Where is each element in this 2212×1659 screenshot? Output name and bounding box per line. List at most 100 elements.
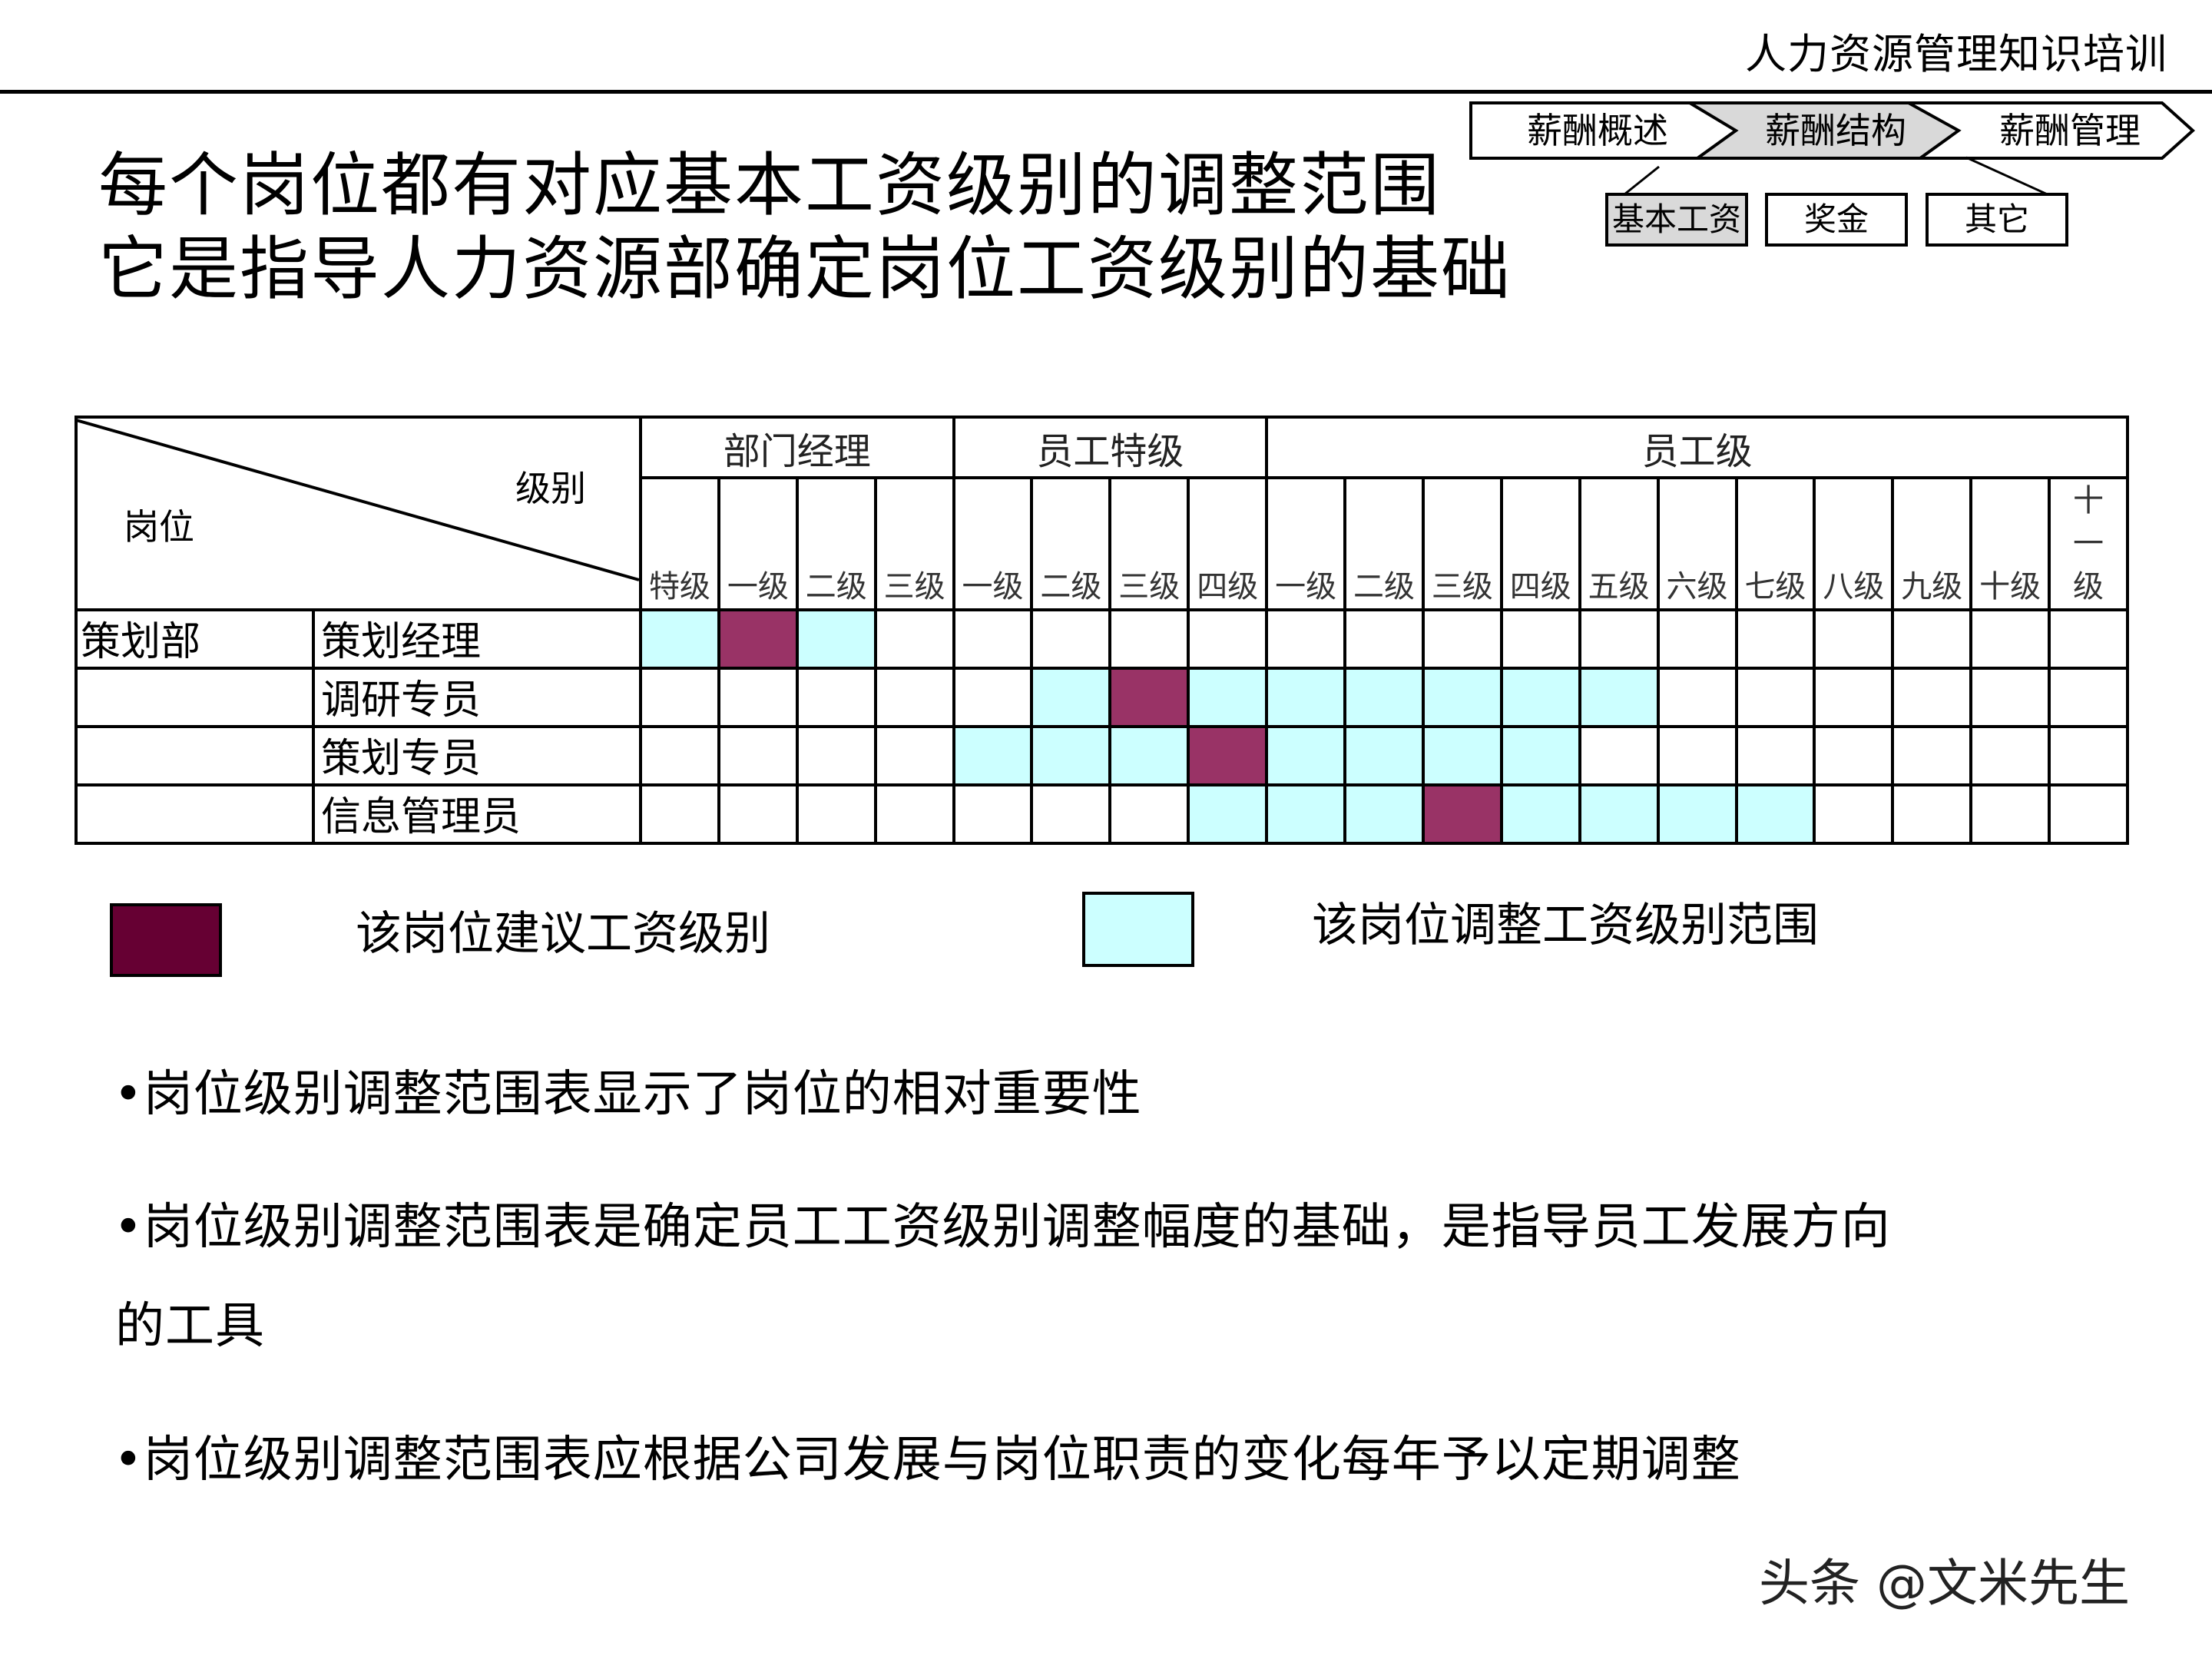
grade-cell bbox=[1969, 725, 2051, 786]
nav-step-salary-structure[interactable]: 薪酬结构 bbox=[1765, 110, 1906, 151]
grade-cell bbox=[1108, 608, 1190, 670]
recommended-grade-cell bbox=[1187, 725, 1269, 786]
grade-header: 二级 bbox=[795, 476, 877, 611]
legend-label-range: 该岗位调整工资级别范围 bbox=[1312, 899, 1819, 952]
grade-header: 十一级 bbox=[2048, 476, 2129, 611]
subtab-base-salary[interactable]: 基本工资 bbox=[1605, 193, 1748, 247]
grade-cell bbox=[1030, 608, 1112, 670]
header-divider bbox=[0, 90, 2212, 94]
grade-cell bbox=[1734, 725, 1816, 786]
department-cell bbox=[75, 667, 315, 728]
range-grade-cell bbox=[1343, 667, 1425, 728]
grade-header: 十级 bbox=[1969, 476, 2051, 611]
grade-cell bbox=[1656, 608, 1738, 670]
grade-cell bbox=[1969, 608, 2051, 670]
bullet-point-3: •岗位级别调整范围表应根据公司发展与岗位职责的变化每年予以定期调整 bbox=[114, 1432, 1741, 1488]
group-header-senior-staff: 员工特级 bbox=[952, 416, 1269, 479]
grade-header-row: 特级一级二级三级一级二级三级四级一级二级三级四级五级六级七级八级九级十级十一级 bbox=[76, 476, 2129, 611]
connector-left bbox=[1624, 165, 1660, 196]
grade-cell bbox=[1187, 608, 1269, 670]
grade-cell bbox=[1108, 783, 1190, 845]
range-grade-cell bbox=[1343, 783, 1425, 845]
range-grade-cell bbox=[1265, 725, 1347, 786]
department-cell: 策划部 bbox=[75, 608, 315, 670]
grade-cell bbox=[717, 667, 799, 728]
table-row: 策划专员 bbox=[75, 725, 2129, 786]
chevron-nav-shapes bbox=[1469, 101, 2195, 197]
grade-cell bbox=[873, 608, 955, 670]
grade-header: 九级 bbox=[1891, 476, 1973, 611]
grade-cell bbox=[952, 667, 1034, 728]
range-grade-cell bbox=[1187, 667, 1269, 728]
range-grade-cell bbox=[639, 608, 720, 670]
range-grade-cell bbox=[1030, 667, 1112, 728]
grade-cell bbox=[2048, 783, 2129, 845]
grade-cell bbox=[639, 783, 720, 845]
nav-step-salary-management[interactable]: 薪酬管理 bbox=[1999, 110, 2141, 151]
grade-cell bbox=[1891, 667, 1973, 728]
grade-header: 二级 bbox=[1030, 476, 1112, 611]
recommended-grade-cell bbox=[1421, 783, 1503, 845]
grade-header: 七级 bbox=[1734, 476, 1816, 611]
grade-cell bbox=[1813, 725, 1895, 786]
range-grade-cell bbox=[1421, 667, 1503, 728]
subtab-bonus[interactable]: 奖金 bbox=[1765, 193, 1908, 247]
grade-cell bbox=[1734, 667, 1816, 728]
range-grade-cell bbox=[1108, 725, 1190, 786]
position-cell: 信息管理员 bbox=[312, 783, 642, 845]
corner-position-label: 岗位 bbox=[124, 506, 194, 548]
grade-cell bbox=[2048, 608, 2129, 670]
grade-header: 一级 bbox=[952, 476, 1034, 611]
grade-cell bbox=[1813, 608, 1895, 670]
page-title-line-1: 每个岗位都有对应基本工资级别的调整范围 bbox=[98, 145, 1441, 226]
group-header-staff: 员工级 bbox=[1265, 416, 2129, 479]
grade-cell bbox=[1891, 725, 1973, 786]
position-cell: 策划专员 bbox=[312, 725, 642, 786]
nav-step-salary-overview[interactable]: 薪酬概述 bbox=[1527, 110, 1668, 151]
grade-cell bbox=[1813, 783, 1895, 845]
range-grade-cell bbox=[952, 725, 1034, 786]
table-row: 调研专员 bbox=[75, 667, 2129, 728]
grade-cell bbox=[1891, 783, 1973, 845]
range-grade-cell bbox=[1187, 783, 1269, 845]
grade-header: 四级 bbox=[1499, 476, 1581, 611]
subtab-other[interactable]: 其它 bbox=[1926, 193, 2068, 247]
range-grade-cell bbox=[1421, 725, 1503, 786]
grade-cell bbox=[795, 667, 877, 728]
department-cell bbox=[75, 725, 315, 786]
bullet-point-2: •岗位级别调整范围表是确定员工工资级别调整幅度的基础，是指导员工发展方向 bbox=[114, 1199, 1891, 1256]
grade-header: 二级 bbox=[1343, 476, 1425, 611]
course-title: 人力资源管理知识培训 bbox=[1745, 30, 2167, 78]
watermark-text: 头条 @文米先生 bbox=[1759, 1554, 2130, 1613]
corner-grade-label: 级别 bbox=[515, 468, 586, 509]
grade-cell bbox=[1813, 667, 1895, 728]
grade-cell bbox=[717, 783, 799, 845]
table-row: 策划部策划经理 bbox=[75, 608, 2129, 670]
grade-cell bbox=[1578, 608, 1660, 670]
legend-swatch-range bbox=[1082, 892, 1194, 967]
position-cell: 调研专员 bbox=[312, 667, 642, 728]
page-title-line-2: 它是指导人力资源部确定岗位工资级别的基础 bbox=[98, 229, 1512, 310]
bullet-point-2-continued: 的工具 bbox=[115, 1298, 265, 1355]
range-grade-cell bbox=[1656, 783, 1738, 845]
bullet-point-1: •岗位级别调整范围表显示了岗位的相对重要性 bbox=[114, 1066, 1142, 1123]
grade-cell bbox=[1656, 725, 1738, 786]
grade-cell bbox=[2048, 667, 2129, 728]
legend-label-recommended: 该岗位建议工资级别 bbox=[356, 907, 770, 961]
grade-cell bbox=[873, 783, 955, 845]
connector-right bbox=[1965, 156, 2051, 197]
grade-cell bbox=[873, 725, 955, 786]
grade-cell bbox=[873, 667, 955, 728]
grade-header: 三级 bbox=[1421, 476, 1503, 611]
grade-cell bbox=[1656, 667, 1738, 728]
grade-header: 八级 bbox=[1813, 476, 1895, 611]
grade-header: 三级 bbox=[873, 476, 955, 611]
grade-cell bbox=[1030, 783, 1112, 845]
grade-cell bbox=[952, 608, 1034, 670]
chevron-shape-3 bbox=[1902, 101, 2195, 160]
department-cell bbox=[75, 783, 315, 845]
group-header-dept-manager: 部门经理 bbox=[639, 416, 955, 479]
grade-cell bbox=[1421, 608, 1503, 670]
range-grade-cell bbox=[795, 608, 877, 670]
legend-swatch-recommended bbox=[110, 903, 222, 977]
